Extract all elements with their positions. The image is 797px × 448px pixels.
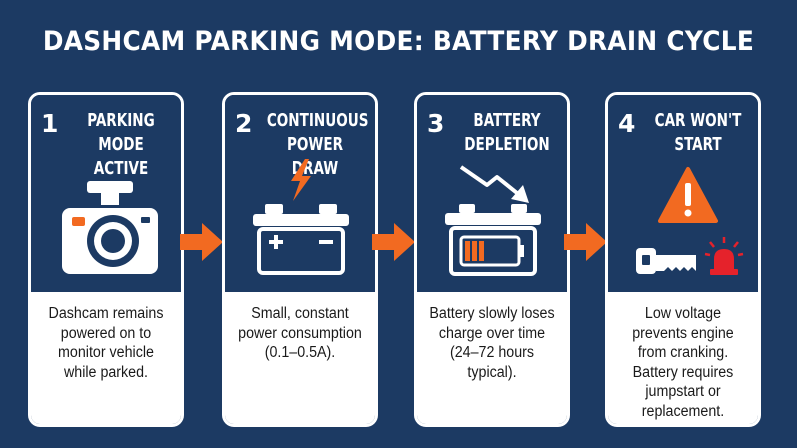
arrow-right-icon (180, 223, 223, 261)
step-card-header: 2 CONTINUOUS POWER DRAW (225, 95, 375, 290)
page-title: DASHCAM PARKING MODE: BATTERY DRAIN CYCL… (42, 26, 755, 57)
step-number: 3 (427, 109, 445, 138)
dashcam-icon (31, 159, 181, 289)
battery-with-lightning-icon (225, 159, 375, 289)
step-card-header: 4 CAR WON'T START (608, 95, 758, 290)
step-card-body: Battery slowly loses charge over time (2… (417, 292, 567, 424)
step-title: BATTERY DEPLETION (464, 111, 550, 155)
step-description: Low voltage prevents engine from crankin… (632, 305, 734, 420)
warning-triangle-icon (658, 167, 718, 223)
step-number: 2 (235, 109, 253, 138)
step-card-body: Dashcam remains powered on to monitor ve… (31, 292, 181, 424)
step-number: 1 (41, 109, 59, 138)
step-card-3: 3 BATTERY DEPLETION Battery slowly loses… (414, 92, 570, 427)
step-card-header: 3 BATTERY DEPLETION (417, 95, 567, 290)
step-description: Battery slowly loses charge over time (2… (429, 305, 555, 381)
step-description: Small, constant power consumption (0.1–0… (238, 305, 362, 361)
step-card-header: 1 PARKING MODE ACTIVE (31, 95, 181, 290)
low-battery-icon (417, 159, 567, 289)
step-card-body: Small, constant power consumption (0.1–0… (225, 292, 375, 424)
step-number: 4 (618, 109, 636, 138)
car-key-icon (636, 248, 696, 274)
step-card-body: Low voltage prevents engine from crankin… (608, 292, 758, 424)
step-card-2: 2 CONTINUOUS POWER DRAW Small, constant … (222, 92, 378, 427)
arrow-right-icon (372, 223, 415, 261)
arrow-right-icon (564, 223, 607, 261)
step-title: PARKING MODE ACTIVE (87, 111, 155, 179)
alarm-light-icon (704, 237, 744, 275)
step-card-4: 4 CAR WON'T START (605, 92, 761, 427)
step-description: Dashcam remains powered on to monitor ve… (48, 305, 164, 381)
step-card-1: 1 PARKING MODE ACTIVE Dashcam remains po… (28, 92, 184, 427)
step-title: CAR WON'T START (654, 111, 742, 155)
warning-key-icon (608, 159, 758, 289)
